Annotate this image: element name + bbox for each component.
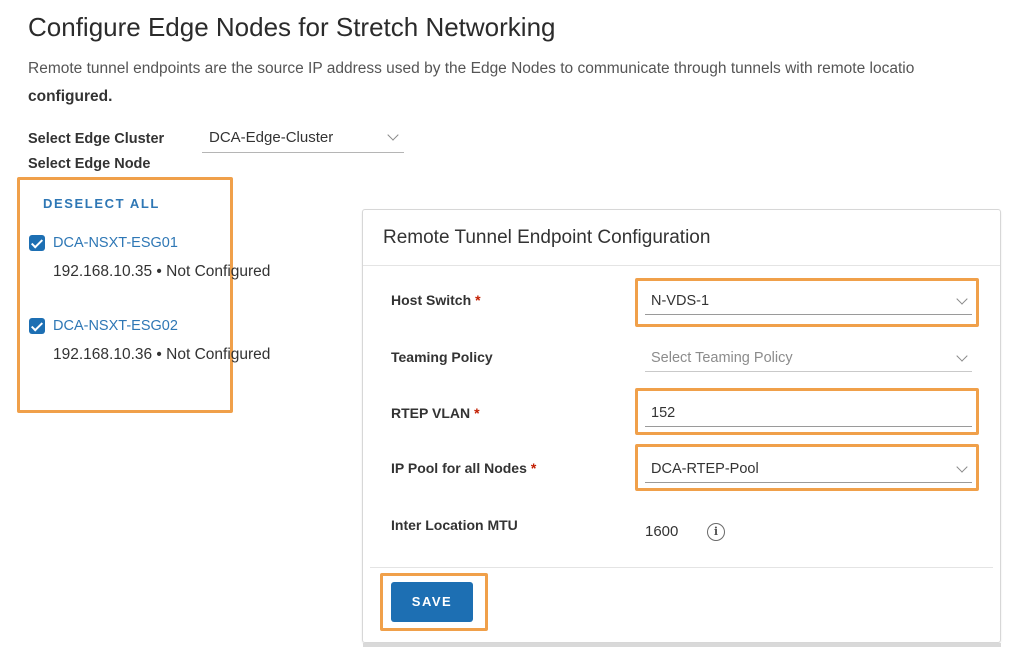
host-switch-label: Host Switch*: [391, 292, 481, 308]
required-marker: *: [475, 292, 481, 308]
checkmark-icon: [30, 235, 44, 249]
rtep-vlan-label-text: RTEP VLAN: [391, 405, 471, 421]
checkmark-icon: [30, 318, 44, 332]
rtep-card-title: Remote Tunnel Endpoint Configuration: [383, 227, 711, 248]
page-description-bold: configured.: [28, 88, 113, 105]
ip-pool-select[interactable]: DCA-RTEP-Pool: [645, 456, 972, 483]
ip-pool-highlight: [635, 444, 979, 491]
node-checkbox-esg02[interactable]: [29, 318, 45, 334]
edge-cluster-value: DCA-Edge-Cluster: [209, 129, 334, 146]
host-switch-highlight: [635, 278, 979, 327]
node-checkbox-esg01[interactable]: [29, 235, 45, 251]
info-icon[interactable]: i: [707, 523, 725, 541]
chevron-down-icon: [956, 350, 968, 362]
rtep-vlan-input[interactable]: 152: [645, 400, 972, 427]
mtu-value: 1600: [645, 523, 679, 540]
deselect-all-button[interactable]: DESELECT ALL: [43, 196, 160, 211]
ip-pool-label: IP Pool for all Nodes*: [391, 460, 536, 476]
card-header-divider: [363, 265, 1000, 266]
card-bottom-shadow: [363, 643, 1001, 647]
host-switch-value: N-VDS-1: [651, 293, 710, 309]
node-name-esg01[interactable]: DCA-NSXT-ESG01: [53, 235, 178, 251]
teaming-policy-label: Teaming Policy: [391, 349, 493, 365]
host-switch-select[interactable]: N-VDS-1: [645, 288, 972, 315]
node-info-esg01: 192.168.10.35 • Not Configured: [53, 263, 271, 280]
host-switch-label-text: Host Switch: [391, 292, 472, 308]
edge-node-label: Select Edge Node: [28, 156, 151, 172]
save-button[interactable]: SAVE: [391, 582, 473, 622]
card-footer-divider: [370, 567, 993, 568]
edge-node-highlight: [17, 177, 233, 413]
node-info-esg02: 192.168.10.36 • Not Configured: [53, 346, 271, 363]
required-marker: *: [474, 405, 480, 421]
ip-pool-value: DCA-RTEP-Pool: [651, 461, 759, 477]
teaming-policy-placeholder: Select Teaming Policy: [651, 350, 793, 366]
chevron-down-icon: [956, 461, 968, 473]
mtu-label: Inter Location MTU: [391, 517, 518, 533]
page-description: Remote tunnel endpoints are the source I…: [28, 60, 915, 77]
page-title: Configure Edge Nodes for Stretch Network…: [28, 12, 556, 42]
edge-cluster-label: Select Edge Cluster: [28, 131, 165, 147]
chevron-down-icon: [387, 129, 399, 141]
rtep-vlan-value: 152: [651, 405, 676, 421]
chevron-down-icon: [956, 293, 968, 305]
rtep-vlan-highlight: [635, 388, 979, 435]
save-highlight: [380, 573, 488, 631]
teaming-policy-select[interactable]: Select Teaming Policy: [645, 345, 972, 372]
required-marker: *: [530, 460, 537, 476]
ip-pool-label-text: IP Pool for all Nodes: [391, 460, 527, 476]
node-name-esg02[interactable]: DCA-NSXT-ESG02: [53, 318, 178, 334]
rtep-vlan-label: RTEP VLAN*: [391, 405, 480, 421]
edge-cluster-select[interactable]: DCA-Edge-Cluster: [202, 126, 404, 153]
